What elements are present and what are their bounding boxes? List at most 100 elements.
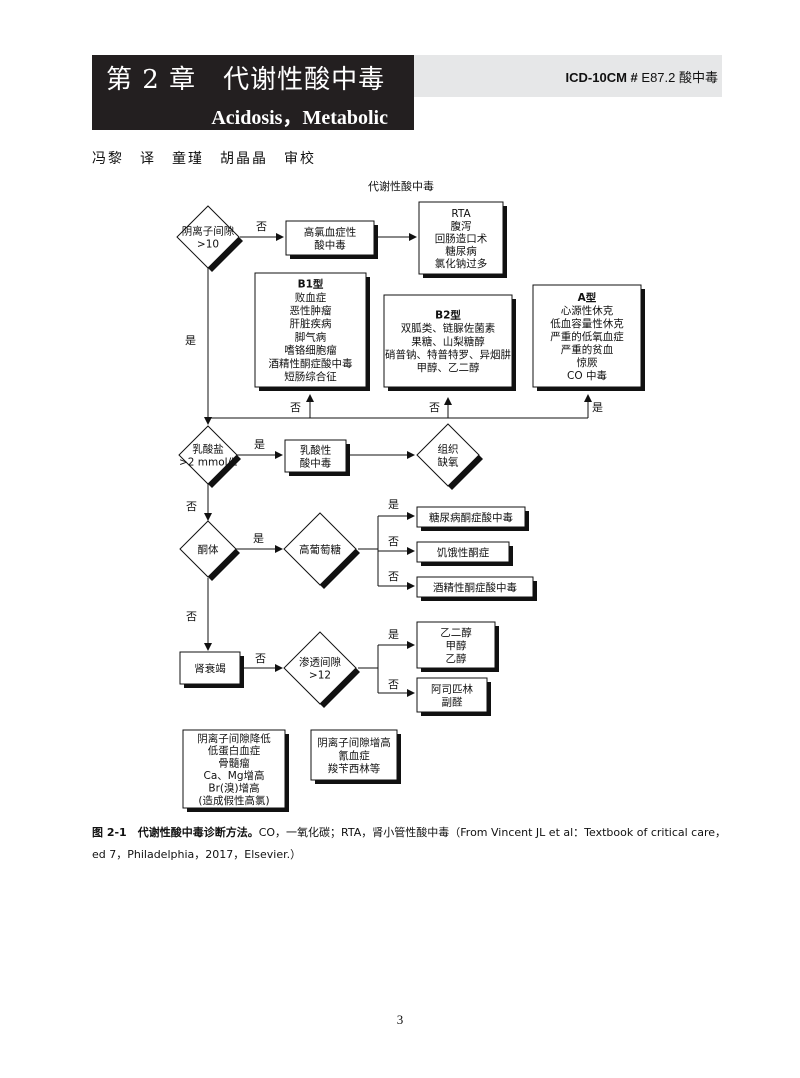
node-text-line: 低血容量性休克: [550, 317, 624, 330]
node-text-line: 严重的低氧血症: [550, 330, 624, 343]
node-b-renal: 肾衰竭: [179, 651, 244, 688]
node-text-line: 败血症: [295, 291, 327, 304]
node-text-line: B2型: [435, 308, 461, 321]
node-diamond: [176, 205, 240, 269]
node-text-line: 羧苄西林等: [328, 762, 381, 775]
flowchart-nodes: 阴离子间隙>10高氯血症性酸中毒RTA腹泻回肠造口术糖尿病氯化钠过多B1型败血症…: [176, 201, 645, 812]
node-text-line: 氯化钠过多: [435, 257, 488, 270]
node-box: [179, 651, 241, 685]
node-d-osmolar: 渗透间隙>12: [283, 631, 360, 708]
node-text-line: 肾衰竭: [194, 662, 226, 675]
edge-label-yes: 是: [388, 498, 399, 511]
node-text-line: 回肠造口术: [435, 232, 488, 245]
node-text-line: 阿司匹林: [431, 682, 473, 695]
node-text-line: >12: [309, 669, 331, 681]
edge-label-no: 否: [255, 652, 266, 665]
edge-label-yes: 是: [253, 532, 264, 545]
node-diamond: [179, 520, 237, 578]
node-box: [416, 576, 534, 598]
node-text-line: 酒精性酮症酸中毒: [269, 357, 353, 370]
node-text-line: 渗透间隙: [299, 655, 341, 668]
node-b-dka: 糖尿病酮症酸中毒: [416, 506, 529, 531]
node-text-line: 骨髓瘤: [218, 757, 250, 770]
node-box: [532, 284, 642, 388]
node-text-line: (造成假性高氯): [198, 794, 269, 807]
node-text-line: 糖尿病: [445, 244, 477, 257]
node-text-line: 酒精性酮症酸中毒: [433, 581, 517, 594]
node-text-line: 心源性休克: [561, 304, 614, 317]
node-text-line: 惊厥: [577, 356, 598, 369]
edge-label-no: 否: [186, 610, 197, 623]
node-text-line: RTA: [451, 208, 471, 220]
node-text-line: 阴离子间隙增高: [317, 736, 391, 749]
node-text-line: 副醛: [442, 695, 463, 708]
node-text-line: 酮体: [198, 544, 219, 556]
edge-label-yes: 是: [388, 628, 399, 641]
node-text-line: 硝普钠、特普特罗、异烟肼: [385, 348, 511, 361]
node-text-line: 双胍类、链脲佐菌素: [401, 322, 496, 335]
node-text-line: 腹泻: [451, 219, 472, 232]
node-text-line: 糖尿病酮症酸中毒: [429, 511, 513, 524]
edge-label-yes: 是: [592, 401, 603, 414]
icd-value: E87.2 酸中毒: [641, 70, 718, 85]
chapter-title: 第 2 章 代谢性酸中毒: [106, 65, 386, 95]
node-text-line: 高葡萄糖: [299, 543, 341, 556]
icd-label: ICD-10CM #: [565, 70, 638, 85]
edge-label-no: 否: [388, 535, 399, 548]
node-text-line: 组织: [438, 442, 459, 455]
node-text-line: 阴离子间隙降低: [197, 732, 271, 745]
flowchart-title: 代谢性酸中毒: [368, 179, 434, 193]
node-diamond: [416, 423, 480, 487]
node-b-alcoholic: 酒精性酮症酸中毒: [416, 576, 537, 601]
edge-label-no: 否: [388, 570, 399, 583]
edge-label-no: 否: [388, 678, 399, 691]
diagnostic-flowchart: 代谢性酸中毒 否 是 否: [176, 179, 645, 812]
node-text-line: 酸中毒: [314, 238, 346, 251]
node-box: [418, 201, 504, 275]
node-text-line: 高氯血症性: [304, 225, 357, 238]
node-text-line: 脚气病: [295, 330, 327, 343]
authors-line: 冯黎 译 童瑾 胡晶晶 审校: [92, 151, 316, 167]
node-text-line: 乳酸盐: [192, 442, 224, 455]
node-text-line: 氰血症: [338, 749, 370, 762]
node-box: [285, 220, 375, 256]
edge-label-no: 否: [290, 401, 301, 414]
chapter-english-title: Acidosis，Metabolic: [211, 107, 388, 129]
caption-text: CO，一氧化碳；RTA，肾小管性酸中毒（From Vincent JL et a…: [92, 826, 727, 861]
connector-lines: [204, 233, 592, 697]
node-text-line: Br(溴)增高: [208, 781, 259, 794]
node-text-line: 严重的贫血: [561, 343, 614, 356]
node-text-line: 果糖、山梨糖醇: [411, 335, 485, 348]
node-text-line: 乳酸性: [300, 443, 332, 456]
node-text-line: 肝脏疾病: [290, 317, 332, 330]
node-text-line: 缺氧: [438, 455, 459, 468]
node-text-line: 低蛋白血症: [208, 744, 261, 757]
node-text-line: 乙醇: [446, 652, 467, 665]
node-text-line: 甲醇、乙二醇: [417, 361, 480, 374]
edge-label-no: 否: [186, 500, 197, 513]
caption-label: 图 2-1 代谢性酸中毒诊断方法。: [92, 826, 259, 839]
node-box: [416, 677, 488, 713]
node-d-glucose: 高葡萄糖: [283, 512, 360, 589]
edge-label-yes: 是: [254, 438, 265, 451]
node-text-line: 乙二醇: [440, 626, 472, 639]
edge-label-no: 否: [429, 401, 440, 414]
node-d-anion-gap: 阴离子间隙>10: [176, 205, 243, 272]
node-box: [182, 729, 286, 809]
node-text-line: A型: [578, 291, 597, 304]
node-diamond: [178, 425, 238, 485]
node-diamond: [283, 512, 357, 586]
node-box: [284, 439, 347, 473]
node-text-line: 酸中毒: [300, 456, 332, 469]
node-text-line: 嗜铬细胞瘤: [284, 344, 337, 357]
node-text-line: 甲醇: [446, 639, 467, 652]
